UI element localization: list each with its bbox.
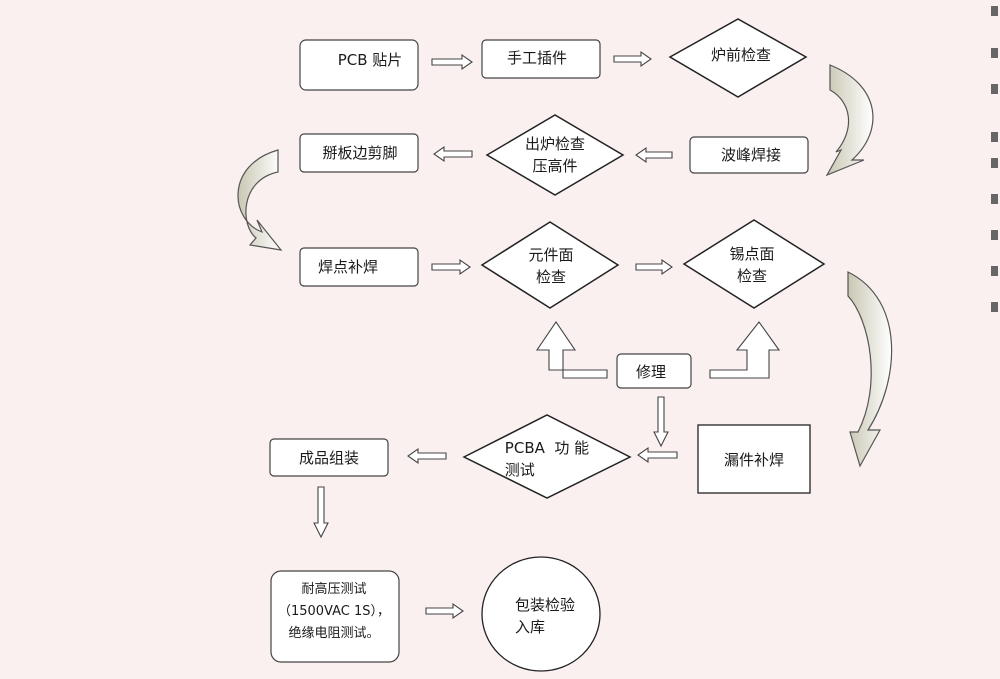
node-hipot-test: 耐高压测试 （1500VAC 1S）， 绝缘电阻测试。 xyxy=(277,582,391,641)
arrow-repair-to-solderside xyxy=(709,321,781,379)
node-post-oven-check-diamond xyxy=(485,114,625,196)
node-final-assembly: 成品组装 xyxy=(298,449,360,467)
arrow-component-to-solderside xyxy=(635,258,673,276)
arrow-postoven-to-split xyxy=(433,145,473,163)
node-missed-touchup: 漏件补焊 xyxy=(723,451,785,469)
node-split-cut-legs: 掰板边剪脚 xyxy=(322,144,398,162)
arrow-insert-to-preoven xyxy=(613,50,652,68)
node-component-side-check-diamond xyxy=(480,221,620,309)
arrow-assembly-down-to-hipot xyxy=(313,486,329,539)
node-hipot-test-box xyxy=(270,570,400,663)
arrow-repair-to-component xyxy=(535,321,608,379)
node-repair-box xyxy=(616,353,692,389)
arrow-repair-down-to-pcba xyxy=(653,396,669,448)
curve-arrow-preoven-to-wave xyxy=(825,64,874,177)
arrow-wave-to-postoven xyxy=(635,146,673,164)
arrow-missed-to-pcba xyxy=(637,446,678,464)
arrow-pcba-to-assembly xyxy=(407,447,447,465)
node-component-side-check: 元件面 检查 xyxy=(528,246,574,286)
node-pcb-smt: PCB 贴片 xyxy=(337,51,403,69)
node-wave-solder-box xyxy=(689,136,809,174)
arrow-touchup-to-component xyxy=(431,258,471,276)
node-solder-side-check: 锡点面 检查 xyxy=(729,245,775,285)
node-pre-oven-check: 炉前检查 xyxy=(710,46,772,64)
node-pre-oven-check-diamond xyxy=(668,18,808,98)
node-missed-touchup-box xyxy=(697,424,811,494)
edge-artifact xyxy=(990,0,1000,679)
node-wave-solder: 波峰焊接 xyxy=(720,146,782,164)
node-solder-touchup-box xyxy=(299,247,419,287)
arrow-smt-to-insert xyxy=(431,53,473,71)
node-pcba-function-test: PCBA 功 能 测试 xyxy=(504,439,590,479)
node-post-oven-check: 出炉检查 压高件 xyxy=(524,135,586,175)
node-pack-store-circle xyxy=(481,556,601,672)
node-solder-touchup: 焊点补焊 xyxy=(317,258,379,276)
node-manual-insert-box xyxy=(481,39,601,79)
node-pcb-smt-box xyxy=(299,39,419,91)
node-pcba-function-test-diamond xyxy=(462,414,632,499)
node-final-assembly-box xyxy=(269,438,389,477)
node-repair: 修理 xyxy=(635,363,667,381)
node-solder-side-check-diamond xyxy=(682,219,826,309)
arrow-hipot-to-pack xyxy=(425,602,464,620)
node-split-cut-legs-box xyxy=(299,133,419,173)
node-pack-store: 包装检验 入库 xyxy=(514,596,576,636)
node-manual-insert: 手工插件 xyxy=(506,49,568,67)
curve-arrow-solderside-to-missed xyxy=(847,271,893,468)
curve-arrow-split-to-touchup xyxy=(237,149,283,251)
